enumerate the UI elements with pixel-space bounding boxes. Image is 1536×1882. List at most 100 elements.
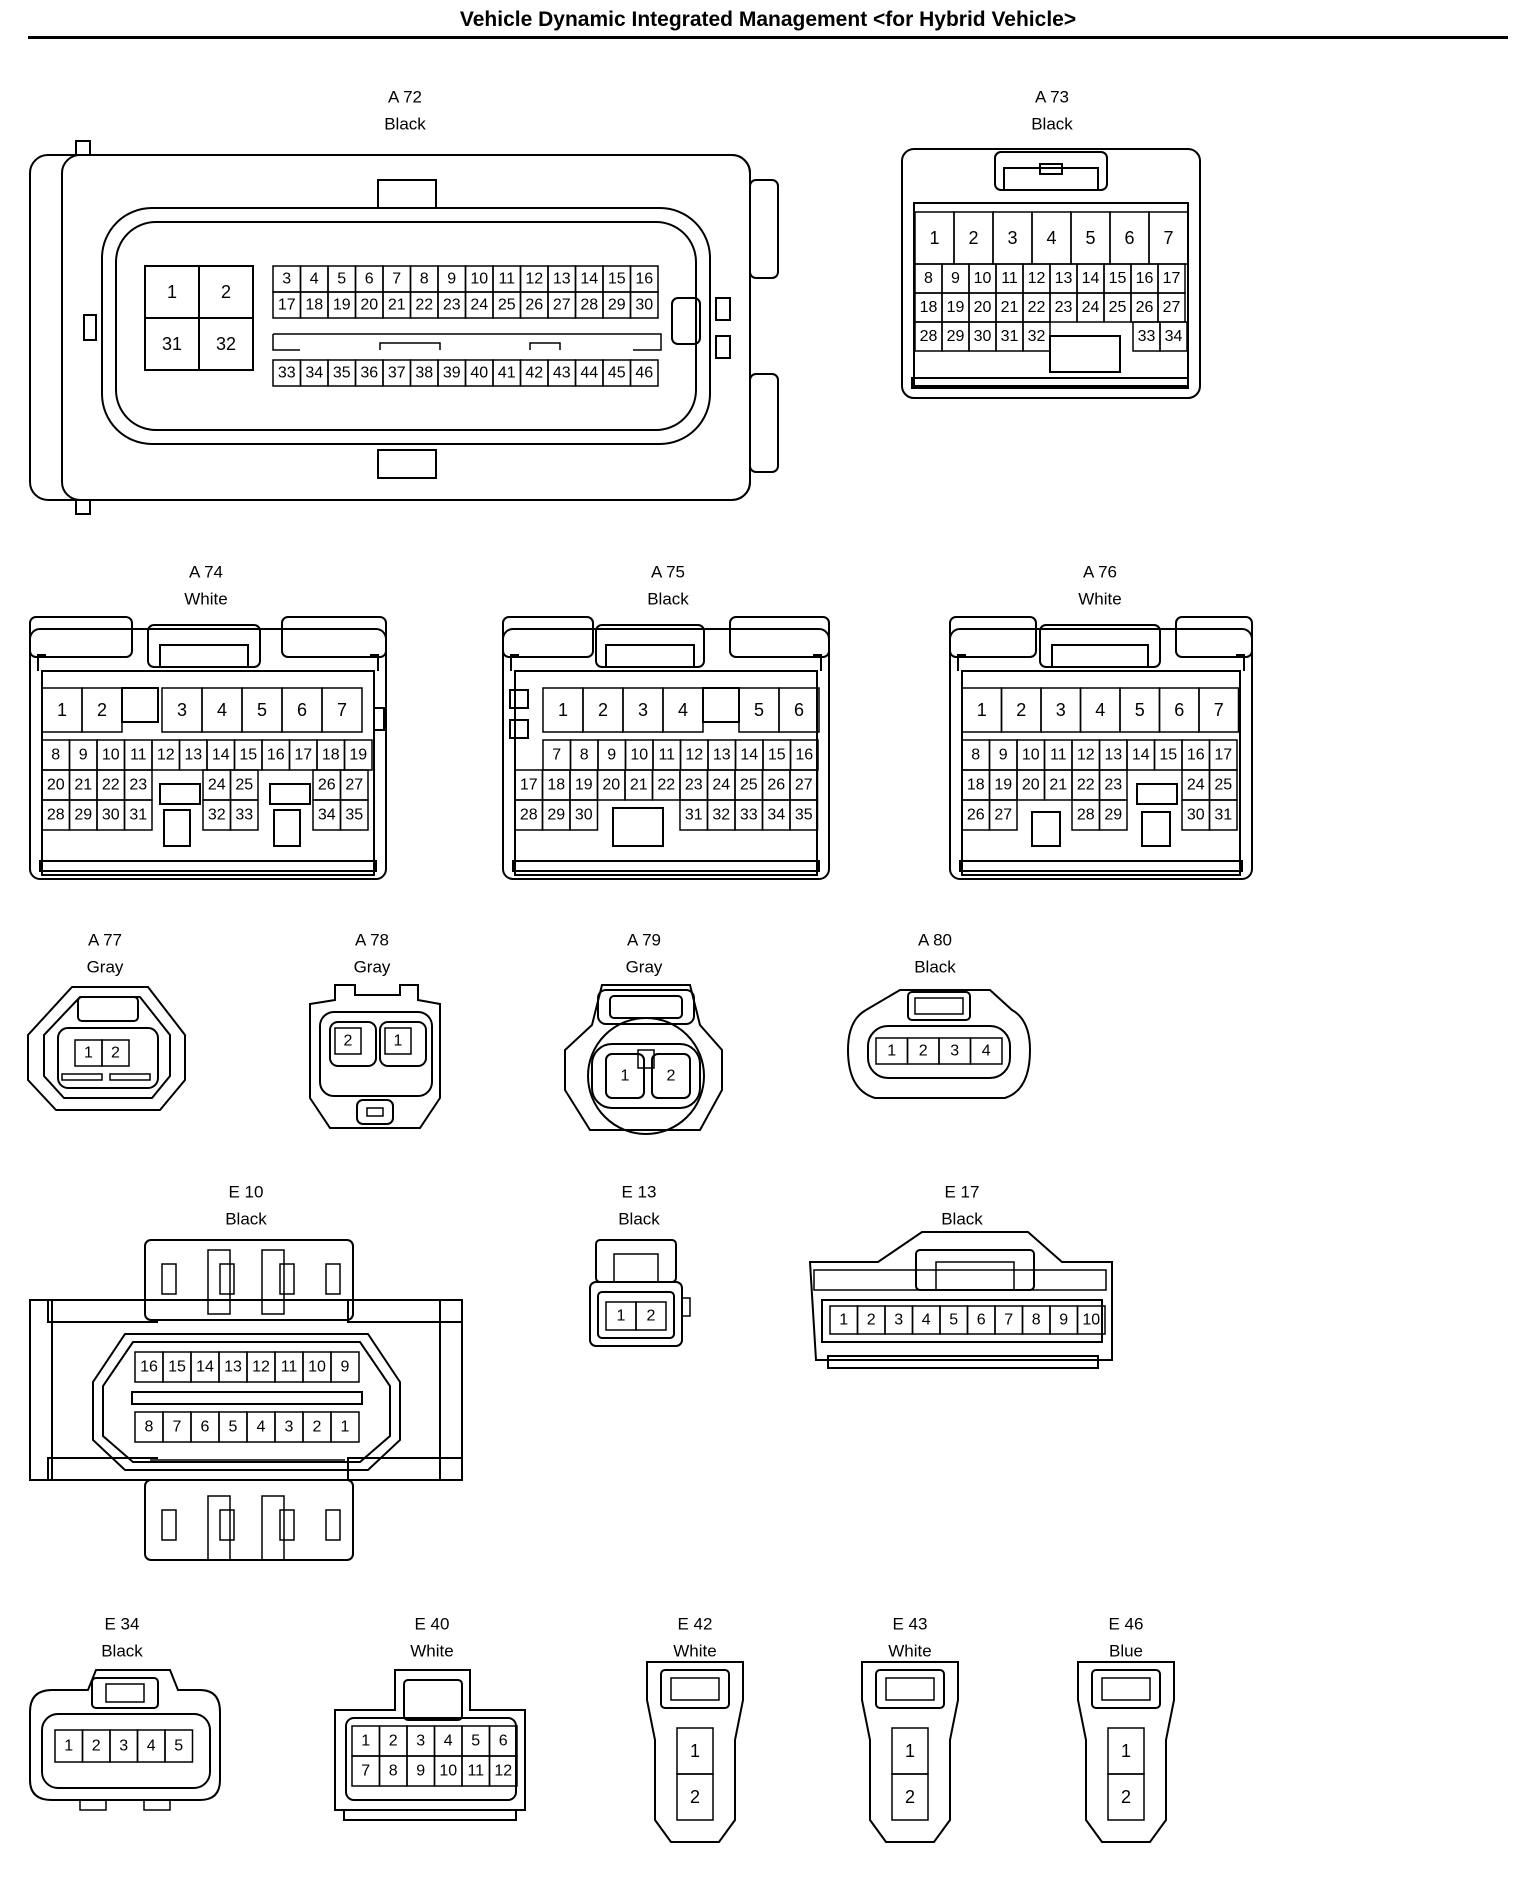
pin-frame [345,1717,517,1801]
pin-number: 31 [685,807,703,824]
pin-number: 11 [498,271,515,288]
pin-number: 25 [498,297,516,314]
keyway [273,809,301,847]
top-latch [91,1677,159,1709]
pin-number: 40 [470,365,488,382]
keyway [159,783,201,805]
pin-number: 17 [294,747,312,764]
pin-number: 13 [224,1359,242,1376]
pin-number: 18 [920,299,938,316]
keyway [1031,811,1061,847]
pin-number: 13 [713,747,731,764]
pin-number: 25 [1214,777,1232,794]
foot [143,1799,171,1811]
pin-number: 8 [971,747,980,764]
pin-number: 1 [1121,1741,1131,1761]
pin-frame [41,670,375,876]
pin-number: 6 [297,700,307,720]
shoulder [957,654,1245,671]
side-tab [681,1297,691,1317]
pin-number: 10 [974,270,992,287]
latch-inner [935,1261,1015,1291]
pin-number: 10 [470,271,488,288]
connector-code: E 17 [945,1183,980,1202]
pin-number: 8 [389,1763,398,1780]
keyway [272,333,662,351]
keyway [269,783,311,805]
pin-number: 15 [1109,270,1127,287]
housing [901,148,1201,399]
pin-number: 2 [1121,1787,1131,1807]
pin-number: 19 [333,297,351,314]
pin-number: 7 [392,271,401,288]
pin-number: 29 [74,807,92,824]
pin-number: 1 [558,700,568,720]
side-rail [439,1299,463,1481]
pin-frame [867,1025,1011,1079]
pin-number: 22 [1077,777,1095,794]
pin-number: 7 [361,1763,370,1780]
pin-number: 5 [1085,228,1095,248]
pin-number: 46 [635,365,653,382]
pin-number: 24 [208,777,226,794]
pin-number: 33 [235,807,253,824]
pin-number: 5 [471,1733,480,1750]
pin-cell [1198,687,1240,733]
pin-number: 9 [1059,1312,1068,1329]
rail [813,1269,1107,1291]
rail [47,1300,462,1480]
pin-number: 3 [1007,228,1017,248]
pin-number: 11 [130,747,147,764]
pin-number: 22 [657,777,675,794]
pin-number: 10 [102,747,120,764]
connector-color: White [1078,590,1121,609]
pin-number: 8 [1032,1312,1041,1329]
connector-code: A 78 [355,931,389,950]
pin-number: 2 [598,700,608,720]
pin-number: 3 [177,700,187,720]
side-tab [373,707,385,731]
pin-frame-inner [115,221,697,431]
pin-number: 30 [635,297,653,314]
pin-number: 14 [212,747,230,764]
pin-number: 20 [602,777,620,794]
pin-number: 6 [1124,228,1134,248]
pin-number: 20 [360,297,378,314]
corner [729,616,830,658]
pin-number: 2 [1016,700,1026,720]
pin-cell [1098,799,1128,831]
housing-inner [43,996,171,1099]
latch [75,140,91,156]
pin-number: 10 [308,1359,326,1376]
pin-number: 35 [345,807,363,824]
pin-number: 15 [239,747,257,764]
pin-number: 27 [345,777,363,794]
pin-number: 36 [360,365,378,382]
pin-number: 3 [282,271,291,288]
pin-number: 4 [1095,700,1105,720]
pin-number: 34 [305,365,323,382]
corner [29,616,133,658]
pin-number: 23 [1055,299,1073,316]
pin-number: 12 [157,747,175,764]
pin-number: 7 [173,1419,182,1436]
pin-number: 15 [768,747,786,764]
pin-number: 9 [447,271,456,288]
pin-frame [41,1713,211,1789]
corner [1175,616,1253,658]
pin-number: 13 [184,747,202,764]
side-tab [715,297,731,321]
pin-cell [1208,799,1238,831]
housing [27,986,186,1111]
latch [219,1263,235,1295]
side-tab [509,689,529,709]
pin-cell [969,1037,1003,1065]
connector-code: E 40 [415,1615,450,1634]
pin-cell [198,317,254,371]
